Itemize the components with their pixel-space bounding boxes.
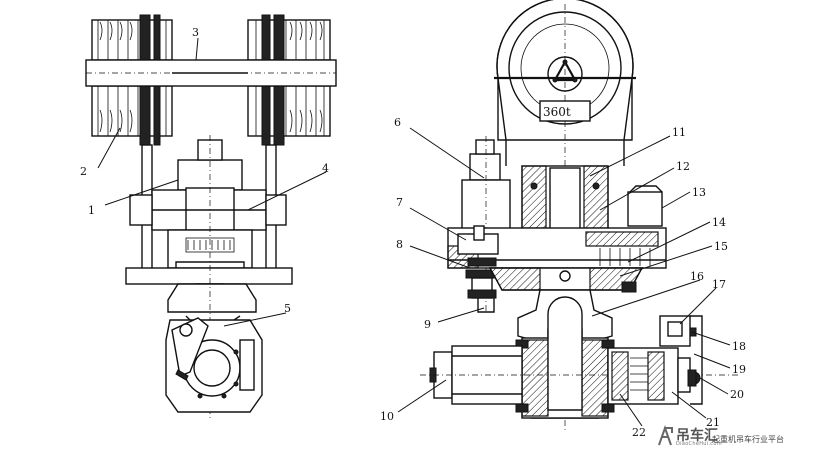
label-9: 9: [424, 318, 431, 331]
label-4: 4: [322, 162, 329, 175]
label-22: 22: [632, 426, 646, 439]
label-13: 13: [692, 186, 706, 199]
label-16: 16: [690, 270, 704, 283]
label-21: 21: [706, 416, 720, 429]
right-view: 360t: [380, 0, 746, 439]
label-10: 10: [380, 410, 394, 423]
watermark-slogan: 起重机吊车行业平台: [712, 435, 784, 444]
label-12: 12: [676, 160, 690, 173]
label-5: 5: [284, 302, 291, 315]
label-8: 8: [396, 238, 403, 251]
label-6: 6: [394, 116, 401, 129]
label-2: 2: [80, 165, 87, 178]
label-19: 19: [732, 363, 746, 376]
label-18: 18: [732, 340, 746, 353]
label-20: 20: [730, 388, 744, 401]
watermark-brand: 吊车汇: [676, 428, 718, 444]
label-1: 1: [88, 204, 95, 217]
left-hook-body: [165, 315, 263, 413]
label-17: 17: [712, 278, 726, 291]
label-15: 15: [714, 240, 728, 253]
capacity-plate-text: 360t: [543, 105, 571, 119]
crane-logo-icon: [658, 425, 673, 446]
left-view: 1 2 3 4 5: [80, 14, 337, 420]
watermark: 吊车汇 DiaoCheHui.com 起重机吊车行业平台: [656, 423, 816, 451]
watermark-brand-sub: DiaoCheHui.com: [676, 441, 722, 447]
label-3: 3: [192, 26, 199, 39]
label-7: 7: [396, 196, 403, 209]
capacity-plate: [539, 100, 591, 122]
label-14: 14: [712, 216, 726, 229]
label-11: 11: [672, 126, 686, 139]
